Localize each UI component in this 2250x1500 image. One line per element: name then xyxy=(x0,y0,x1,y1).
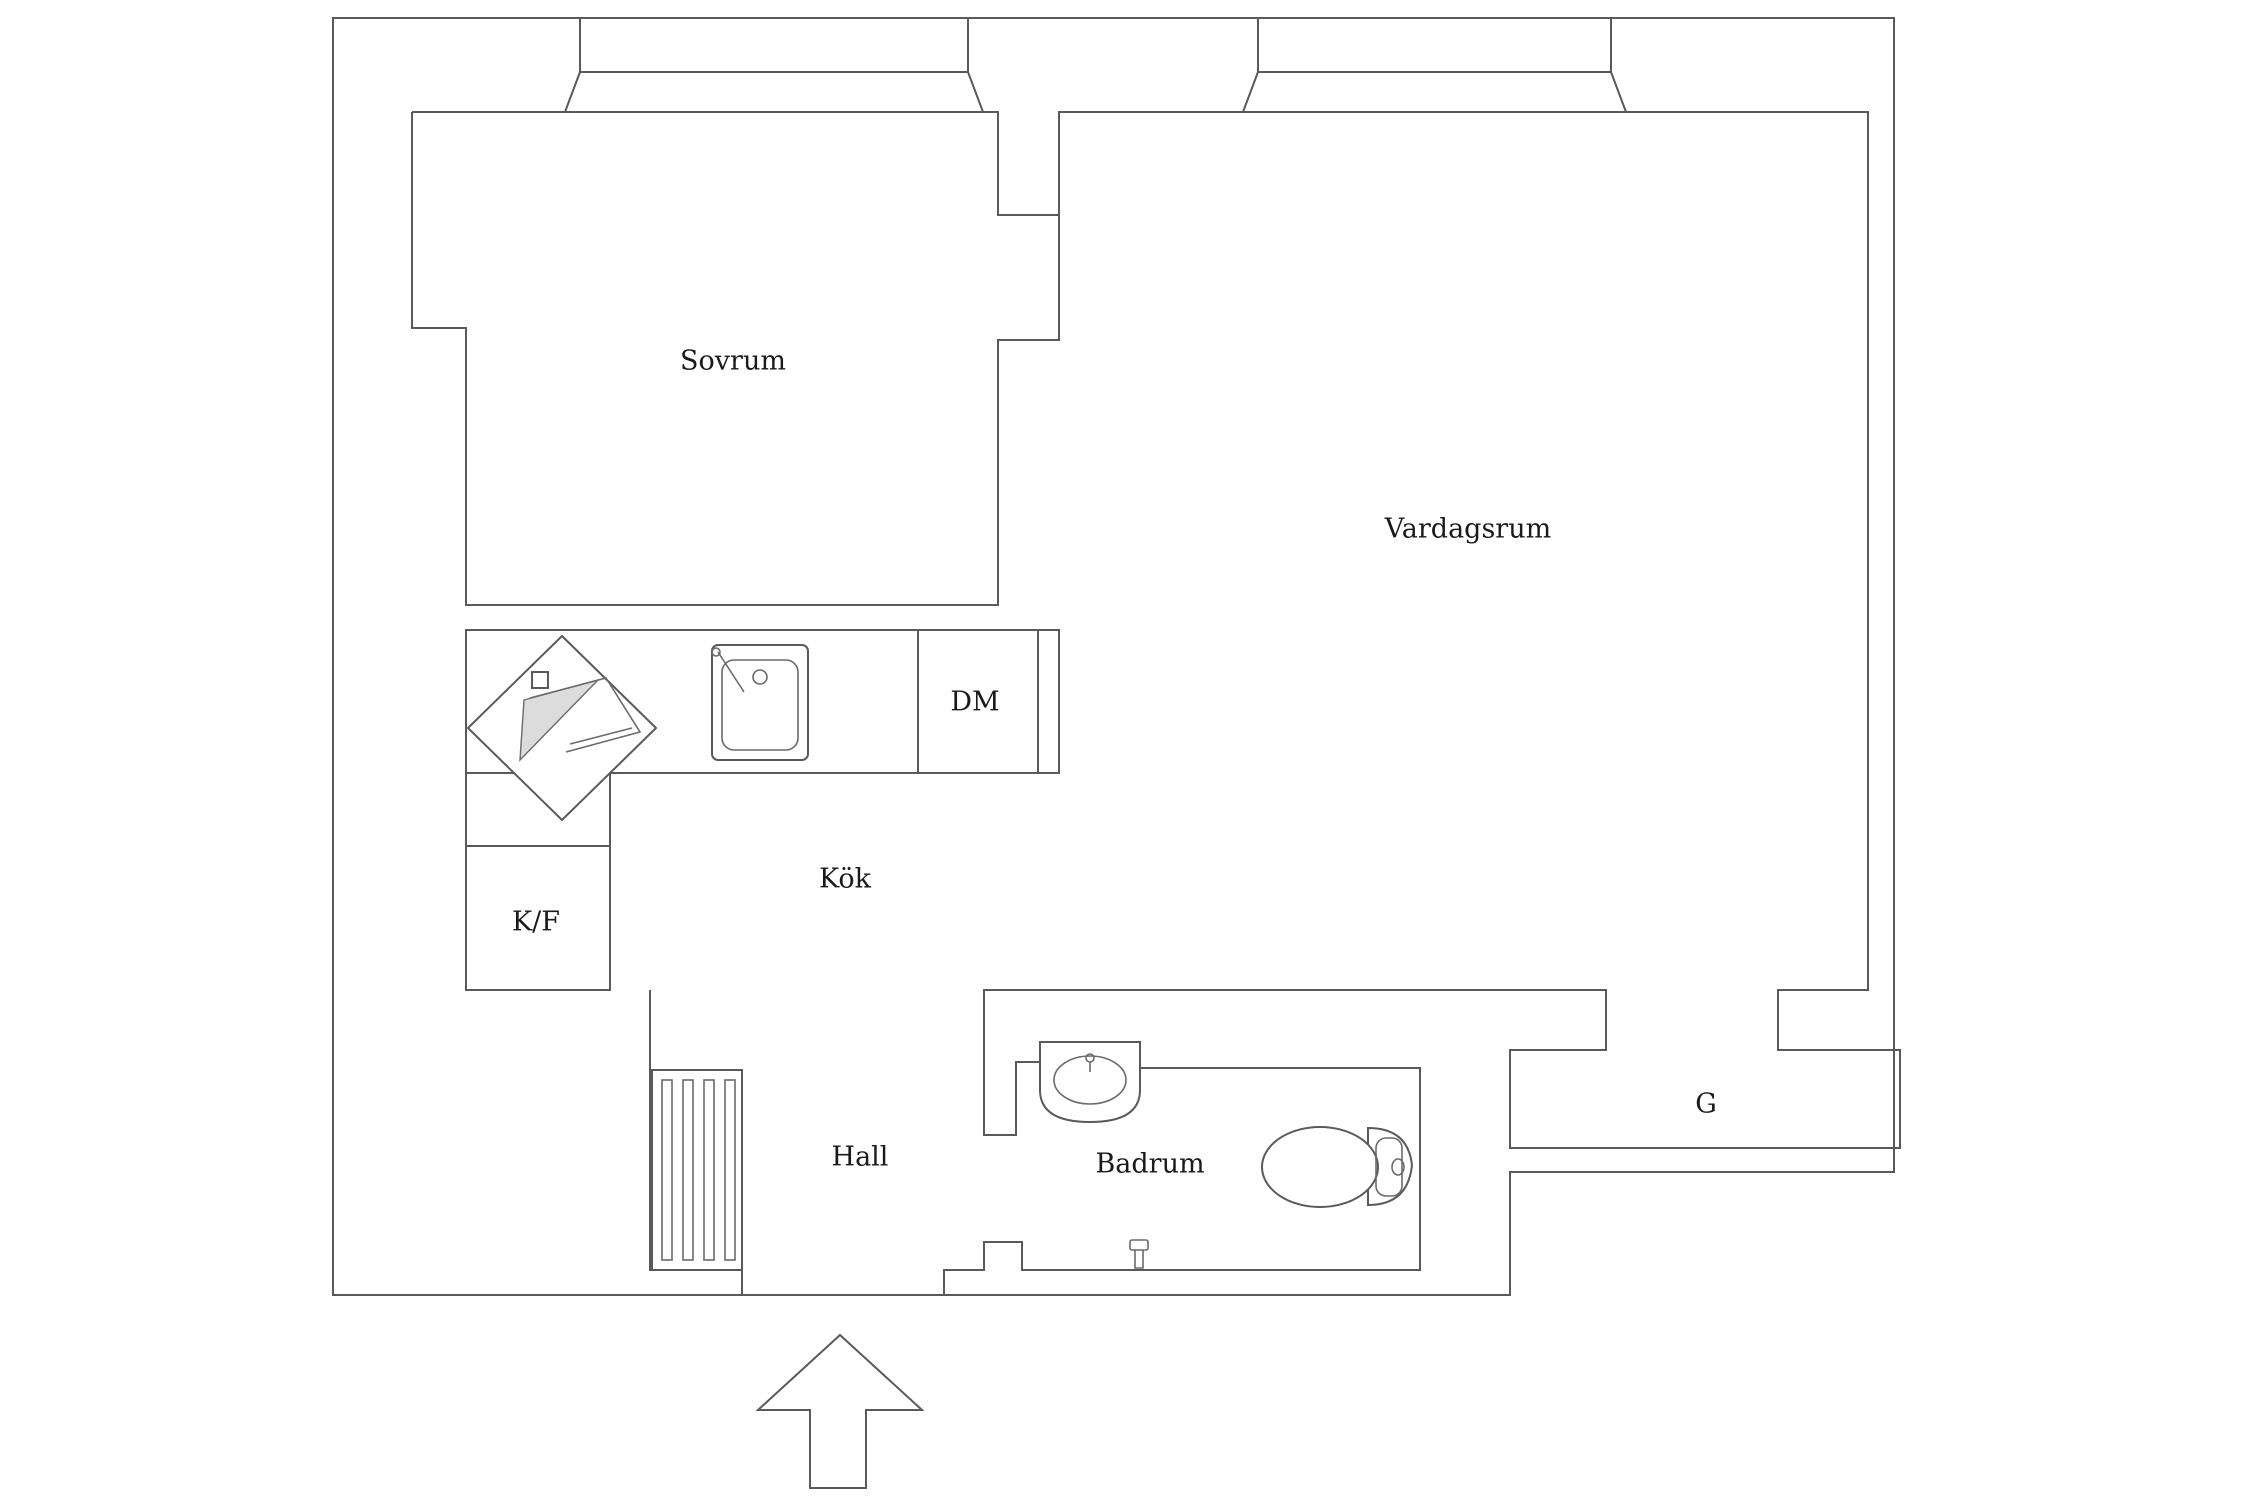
washbasin-icon xyxy=(1039,1041,1141,1124)
room-label-vardagsrum: Vardagsrum xyxy=(1384,514,1551,545)
room-label-hall: Hall xyxy=(832,1142,889,1173)
room-label-kf: K/F xyxy=(512,907,560,938)
kitchen-sink-icon xyxy=(711,644,809,761)
room-label-dm: DM xyxy=(950,687,999,718)
room-label-kok: Kök xyxy=(819,864,872,895)
room-label-sovrum: Sovrum xyxy=(680,346,786,377)
toilet-icon xyxy=(1261,1126,1414,1208)
room-label-g: G xyxy=(1695,1089,1717,1120)
radiator-icon xyxy=(651,1069,743,1271)
inner-walls xyxy=(411,111,1901,1295)
stove-icon xyxy=(466,634,658,822)
room-labels: Sovrum Vardagsrum DM Kök K/F G Hall Badr… xyxy=(512,346,1717,1180)
outer-walls xyxy=(332,17,1895,1296)
room-label-badrum: Badrum xyxy=(1095,1149,1204,1180)
floor-drain-icon xyxy=(1129,1239,1149,1269)
window-niches xyxy=(564,18,1627,113)
entrance-arrow-icon xyxy=(755,1333,925,1489)
